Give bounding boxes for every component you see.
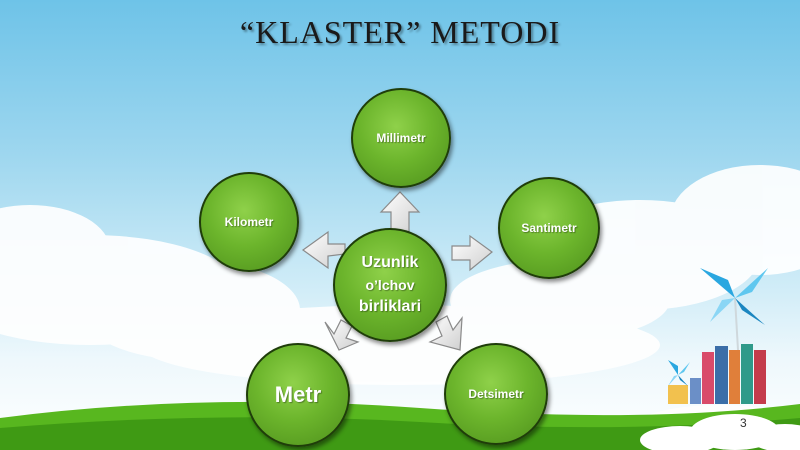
slide-title: “KLASTER” METODI (239, 14, 561, 50)
center-node: Uzunlik o’lchov birliklari (333, 228, 447, 342)
node-metr-label: Metr (274, 382, 322, 407)
arrow-to-detsimetr (428, 315, 463, 351)
node-metr: Metr (246, 343, 350, 447)
pinwheel-illustration (668, 268, 768, 386)
center-line-3: birliklari (358, 298, 422, 315)
grass-shade (0, 417, 800, 450)
node-detsimetr: Detsimetr (444, 343, 548, 445)
node-kilometr: Kilometr (199, 172, 299, 272)
page-number: 3 (740, 416, 747, 430)
node-santimetr: Santimetr (498, 177, 600, 279)
center-line-1: Uzunlik (361, 254, 419, 271)
node-kilometr-label: Kilometr (224, 215, 274, 229)
arrow-to-metr (324, 319, 360, 351)
arrow-to-kilometr (301, 230, 346, 270)
books-illustration (668, 344, 766, 404)
node-santimetr-label: Santimetr (521, 221, 577, 235)
arrow-to-santimetr (451, 234, 493, 272)
node-detsimetr-label: Detsimetr (468, 387, 524, 401)
center-line-2: o’lchov (365, 277, 415, 293)
node-millimetr-label: Millimetr (376, 131, 426, 145)
node-millimetr: Millimetr (351, 88, 451, 188)
bottom-cloud (640, 414, 800, 450)
